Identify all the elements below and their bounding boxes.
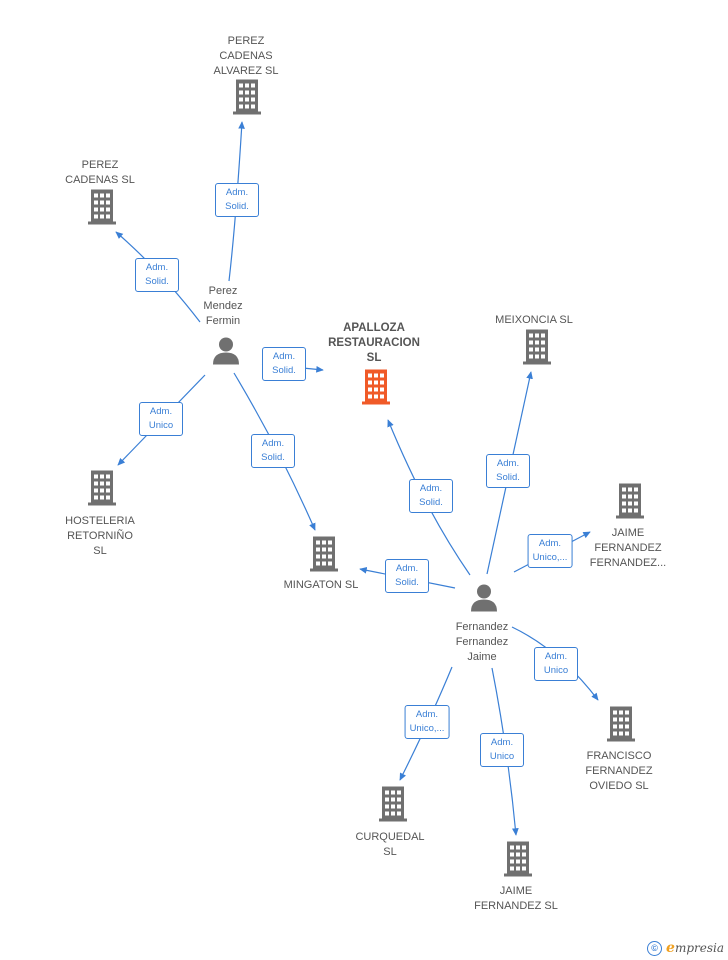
role-badge-fernandez_jaime-to-mingaton[interactable]: Adm. Solid. bbox=[385, 559, 429, 593]
node-label-jaime_fsl[interactable]: JAIME FERNANDEZ SL bbox=[474, 885, 558, 912]
building-icon-mingaton[interactable] bbox=[309, 536, 339, 578]
footer-brand: © empresia bbox=[647, 940, 724, 956]
role-badge-fernandez_jaime-to-jaime_ff[interactable]: Adm. Unico,... bbox=[527, 534, 573, 568]
role-badge-perez_mendez-to-perez_cadenas_alvarez[interactable]: Adm. Solid. bbox=[215, 183, 259, 217]
building-icon-jaime_fsl[interactable] bbox=[503, 841, 533, 883]
building-icon-hosteleria[interactable] bbox=[87, 470, 117, 512]
role-badge-fernandez_jaime-to-apalloza[interactable]: Adm. Solid. bbox=[409, 479, 453, 513]
building-icon-perez_cadenas[interactable] bbox=[87, 189, 117, 231]
building-icon-perez_cadenas_alvarez[interactable] bbox=[232, 79, 262, 121]
person-icon-perez_mendez[interactable] bbox=[211, 336, 241, 371]
node-label-jaime_ff[interactable]: JAIME FERNANDEZ FERNANDEZ... bbox=[589, 527, 667, 569]
building-icon-apalloza[interactable] bbox=[361, 369, 391, 411]
role-badge-perez_mendez-to-hosteleria[interactable]: Adm. Unico bbox=[139, 402, 183, 436]
role-badge-fernandez_jaime-to-francisco[interactable]: Adm. Unico bbox=[534, 647, 578, 681]
role-badge-fernandez_jaime-to-curquedal[interactable]: Adm. Unico,... bbox=[404, 705, 450, 739]
node-label-meixoncia[interactable]: MEIXONCIA SL bbox=[495, 314, 573, 326]
empresia-logo: empresia bbox=[666, 940, 724, 956]
node-label-francisco[interactable]: FRANCISCO FERNANDEZ OVIEDO SL bbox=[585, 750, 653, 792]
role-badge-fernandez_jaime-to-jaime_fsl[interactable]: Adm. Unico bbox=[480, 733, 524, 767]
node-label-fernandez_jaime[interactable]: Fernandez Fernandez Jaime bbox=[455, 621, 509, 663]
node-label-hosteleria[interactable]: HOSTELERIA RETORNIÑO SL bbox=[65, 515, 135, 557]
person-icon-fernandez_jaime[interactable] bbox=[469, 583, 499, 618]
node-label-apalloza[interactable]: APALLOZA RESTAURACION SL bbox=[328, 322, 420, 364]
building-icon-jaime_ff[interactable] bbox=[615, 483, 645, 525]
node-label-mingaton[interactable]: MINGATON SL bbox=[283, 579, 359, 591]
role-badge-perez_mendez-to-perez_cadenas[interactable]: Adm. Solid. bbox=[135, 258, 179, 292]
copyright-icon: © bbox=[647, 940, 663, 956]
node-label-perez_cadenas[interactable]: PEREZ CADENAS SL bbox=[65, 159, 135, 186]
building-icon-meixoncia[interactable] bbox=[522, 329, 552, 371]
role-badge-perez_mendez-to-apalloza[interactable]: Adm. Solid. bbox=[262, 347, 306, 381]
role-badge-perez_mendez-to-mingaton[interactable]: Adm. Solid. bbox=[251, 434, 295, 468]
node-label-perez_cadenas_alvarez[interactable]: PEREZ CADENAS ALVAREZ SL bbox=[213, 35, 279, 77]
building-icon-curquedal[interactable] bbox=[378, 786, 408, 828]
building-icon-francisco[interactable] bbox=[606, 706, 636, 748]
node-label-perez_mendez[interactable]: Perez Mendez Fermin bbox=[203, 285, 243, 327]
node-label-curquedal[interactable]: CURQUEDAL SL bbox=[355, 831, 425, 858]
role-badge-fernandez_jaime-to-meixoncia[interactable]: Adm. Solid. bbox=[486, 454, 530, 488]
